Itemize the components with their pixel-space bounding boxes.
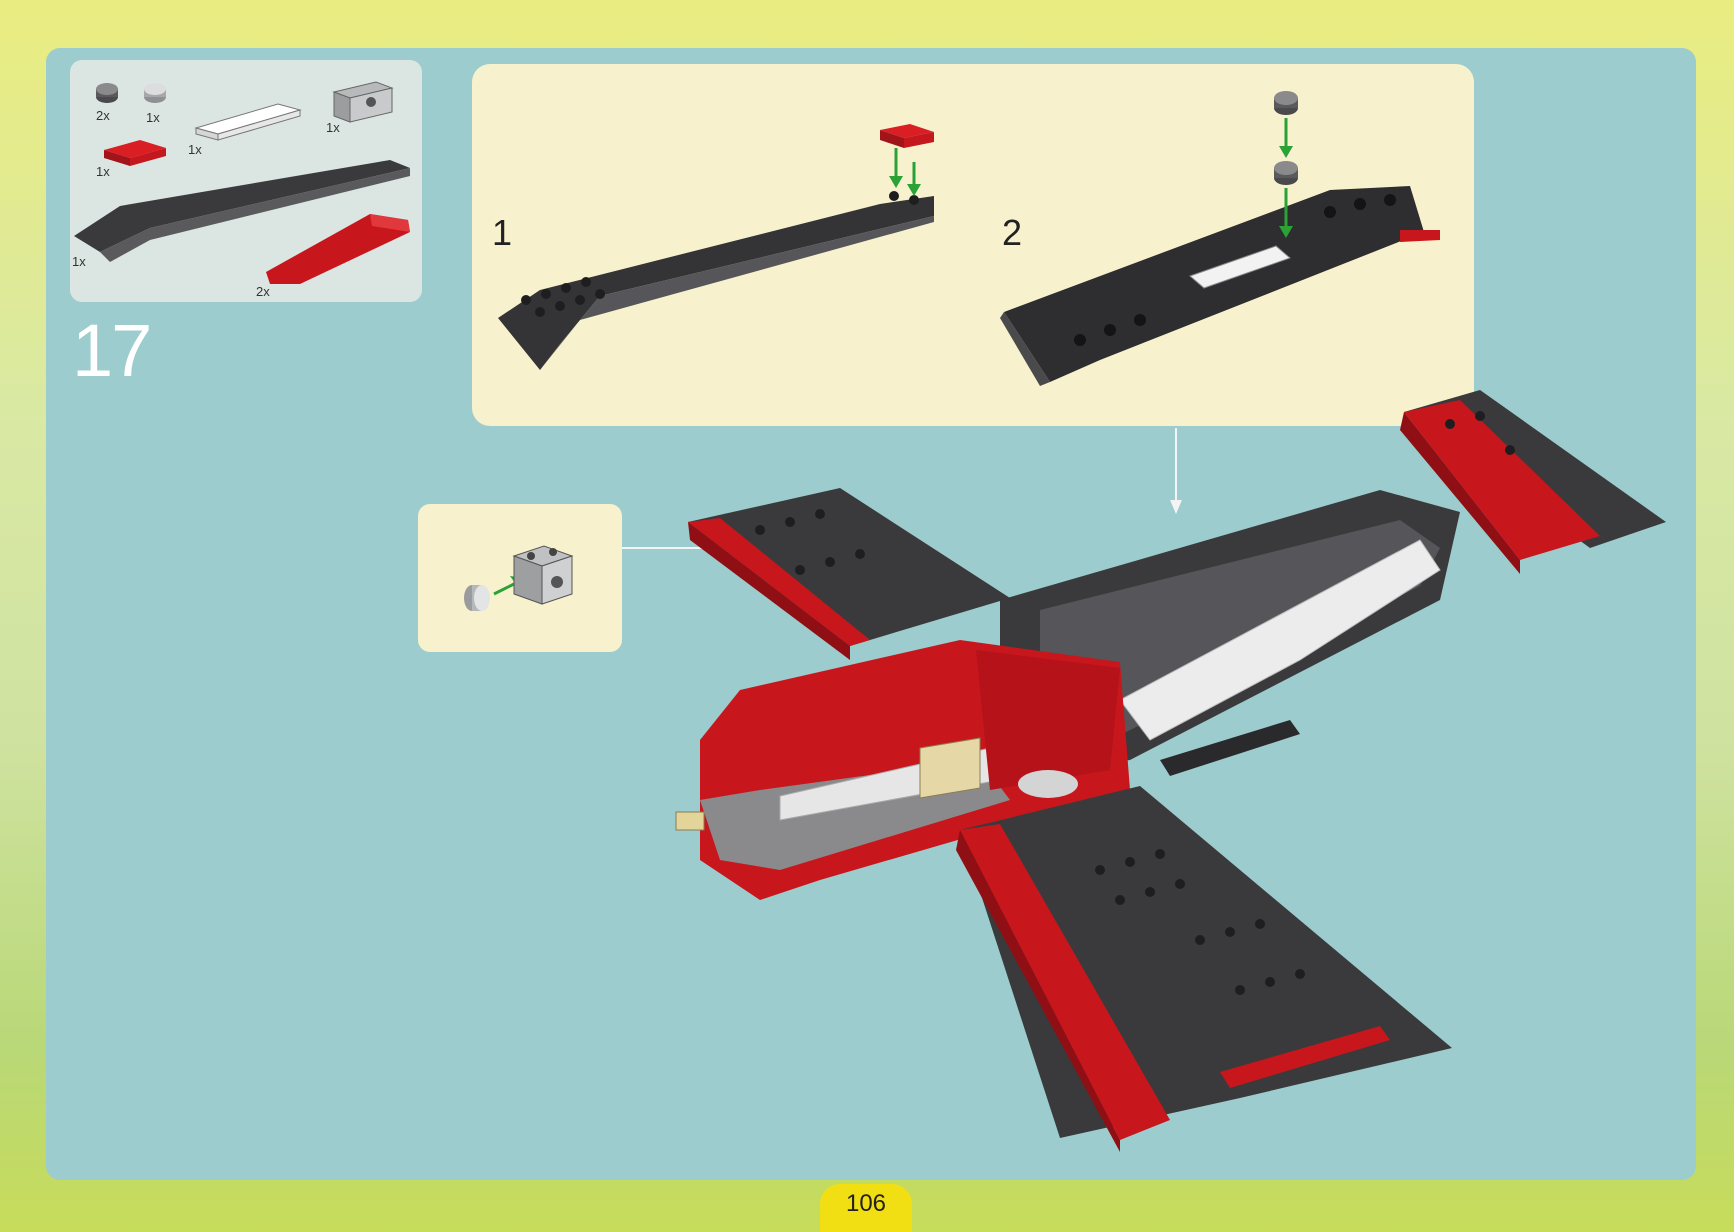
step-number: 17	[72, 309, 152, 392]
substep-label: 2	[1002, 212, 1023, 253]
parts-list-box	[70, 60, 422, 302]
parts-qty: 1x	[146, 110, 160, 125]
callout-box	[418, 504, 622, 652]
parts-qty: 1x	[326, 120, 340, 135]
parts-qty: 1x	[188, 142, 202, 157]
parts-qty: 1x	[96, 164, 110, 179]
parts-qty: 1x	[72, 254, 86, 269]
page-number-tab	[820, 1184, 912, 1232]
subassembly-box	[472, 64, 1474, 426]
page-number: 106	[845, 1190, 887, 1217]
substep-label: 1	[492, 212, 513, 253]
parts-qty: 2x	[96, 108, 110, 123]
parts-qty: 2x	[256, 284, 270, 299]
